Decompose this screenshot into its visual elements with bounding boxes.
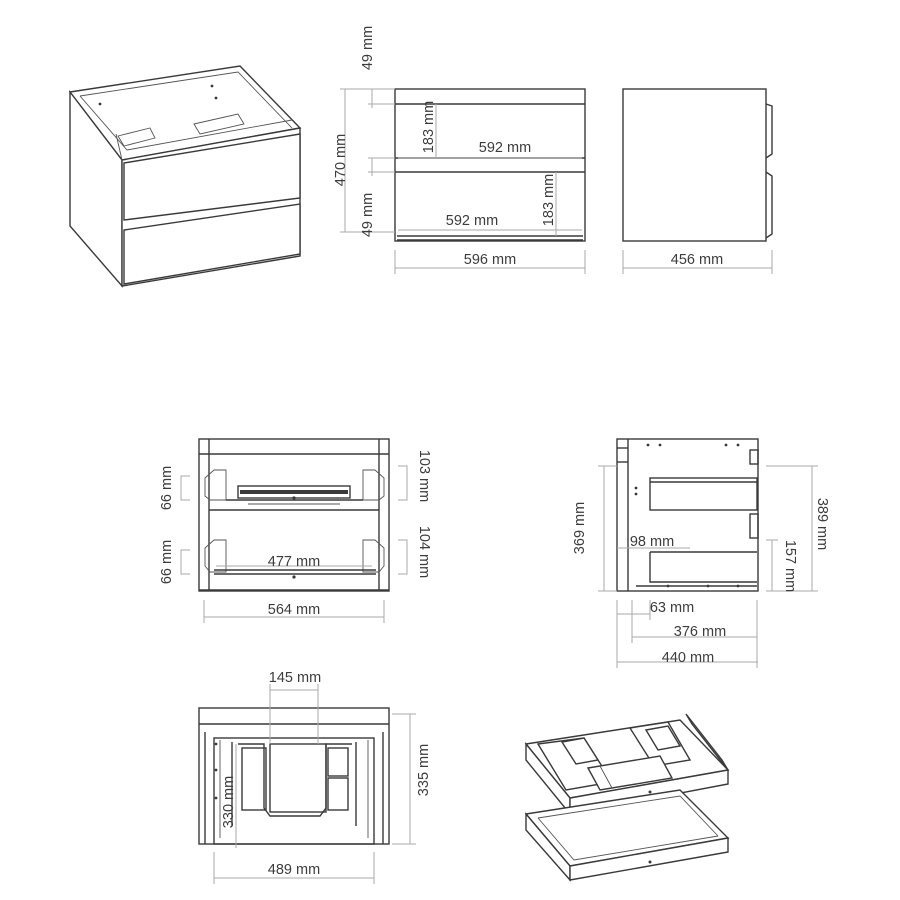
top-gap-dimension: 49 mm: [360, 26, 376, 70]
upper-drawer-front: [123, 133, 301, 221]
left-height-dimension: 369 mm: [572, 502, 588, 554]
side-section-view: 369 mm 389 mm 157 mm 98 mm 63 mm 376 mm …: [572, 438, 830, 668]
inner-offset-dimension: 98 mm: [630, 534, 674, 550]
lower-drawer-front: [123, 203, 301, 285]
lower-left-dimension: 66 mm: [159, 540, 175, 584]
side-elevation-view: 456 mm: [622, 88, 773, 274]
middle-gap-dimension: 49 mm: [360, 193, 376, 237]
top-view: 145 mm 335 mm 330 mm 489 mm: [198, 670, 432, 884]
total-depth-dimension: 440 mm: [662, 650, 714, 666]
inner-height-dimension: 157 mm: [782, 540, 798, 592]
front-elevation-view: 49 mm 470 mm 49 mm 183 mm 592 mm 592 mm …: [333, 26, 586, 274]
right-depth-dimension: 335 mm: [416, 744, 432, 796]
drawers-exploded-view: [524, 713, 730, 882]
upper-right-dimension: 103 mm: [416, 450, 432, 502]
left-depth-dimension: 330 mm: [221, 776, 237, 828]
width-dimension: 564 mm: [268, 602, 320, 618]
upper-drawer-height-dimension: 183 mm: [421, 101, 437, 153]
front-open-view: 66 mm 66 mm 103 mm 104 mm 477 mm 564 mm: [159, 438, 432, 623]
depth-dimension: 456 mm: [671, 252, 723, 268]
front-offset-dimension: 63 mm: [650, 600, 694, 616]
right-height-dimension: 389 mm: [814, 498, 830, 550]
lower-drawer-width-dimension: 592 mm: [446, 213, 498, 229]
overall-width-dimension: 596 mm: [464, 252, 516, 268]
upper-drawer-width-dimension: 592 mm: [479, 140, 531, 156]
lower-drawer-height-dimension: 183 mm: [541, 174, 557, 226]
drawer-depth-dimension: 376 mm: [674, 624, 726, 640]
total-height-dimension: 470 mm: [333, 134, 349, 186]
top-inner-width-dimension: 489 mm: [268, 862, 320, 878]
upper-left-dimension: 66 mm: [159, 466, 175, 510]
cabinet-perspective-view: [68, 65, 302, 288]
cutout-width-dimension: 145 mm: [269, 670, 321, 686]
lower-right-dimension: 104 mm: [416, 526, 432, 578]
inner-width-dimension: 477 mm: [268, 554, 320, 570]
